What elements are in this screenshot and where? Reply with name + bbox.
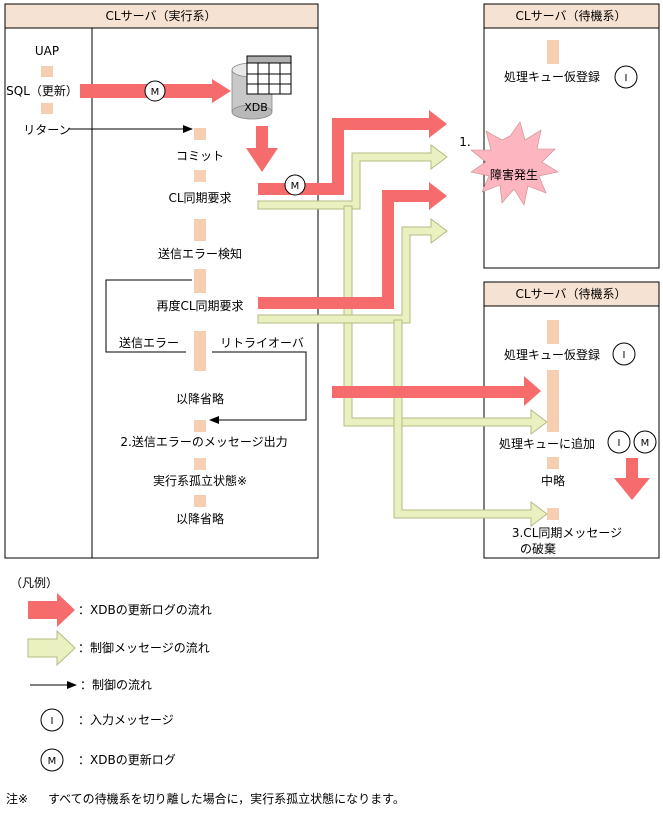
ctrl-arrow-1 bbox=[257, 144, 448, 210]
standby1-provisional-label: 処理キュー仮登録 bbox=[504, 69, 600, 84]
i-mark-icon-3 bbox=[607, 430, 631, 454]
legend-title: （凡例） bbox=[10, 576, 58, 590]
standby-server-1-header bbox=[483, 3, 660, 29]
send-error-loop bbox=[105, 279, 192, 353]
add-queue-down-arrow bbox=[614, 458, 650, 500]
note-mark: 注※ bbox=[6, 791, 28, 806]
legend-input-msg: ：入力メッセージ bbox=[78, 713, 174, 727]
resync-box bbox=[194, 269, 206, 293]
table-icon bbox=[246, 55, 292, 95]
retry-over-label: リトライオーバ bbox=[220, 336, 304, 350]
m-mark-icon-3 bbox=[633, 430, 657, 454]
standby-server-2-title: CLサーバ（待機系） bbox=[516, 286, 627, 301]
xdb-log-arrows bbox=[258, 110, 541, 406]
cl-sync-label: CL同期要求 bbox=[168, 191, 231, 205]
main-server-title: CLサーバ（実行系） bbox=[106, 8, 217, 23]
standby2-middle-box bbox=[547, 457, 559, 469]
standby2-provisional-label: 処理キュー仮登録 bbox=[504, 347, 600, 362]
m-mark-label-3: M bbox=[641, 438, 650, 449]
xdb-label: XDB bbox=[244, 101, 268, 114]
legend-m-icon bbox=[40, 748, 64, 772]
standby1-queue-box bbox=[547, 40, 559, 64]
uap-box-1 bbox=[41, 66, 53, 77]
omitted2-box bbox=[194, 495, 206, 507]
ctrl-arrow-2 bbox=[257, 218, 448, 324]
standby-server-1-title: CLサーバ（待機系） bbox=[516, 8, 627, 23]
xdb-arrow-2 bbox=[258, 182, 447, 309]
i-mark-label: I bbox=[625, 73, 628, 84]
legend-i-icon bbox=[40, 708, 64, 732]
ctrl-arrow-2-down bbox=[393, 319, 548, 527]
legend-m-mark: M bbox=[48, 756, 57, 767]
retry-box bbox=[194, 331, 206, 371]
legend-xdb-flow: ：XDBの更新ログの流れ bbox=[78, 602, 212, 617]
legend-ctrl-flow: ：制御の流れ bbox=[80, 677, 152, 692]
note-text: すべての待機系を切り離した場合に，実行系孤立状態になります。 bbox=[48, 791, 405, 806]
send-error-detect-box bbox=[194, 219, 206, 241]
resync-label: 再度CL同期要求 bbox=[156, 298, 243, 313]
m-mark-icon bbox=[144, 80, 166, 102]
m-mark-icon-2 bbox=[284, 174, 306, 196]
send-error-msg-label: 2.送信エラーのメッセージ出力 bbox=[120, 434, 287, 449]
legend-ctrl-msg: ：制御メッセージの流れ bbox=[78, 640, 210, 655]
send-error-label: 送信エラー bbox=[119, 335, 179, 350]
send-error-msg-box bbox=[194, 420, 206, 432]
i-mark-label-2: I bbox=[623, 350, 626, 361]
control-message-arrows bbox=[257, 144, 548, 527]
standby2-discard-label: 3.CL同期メッセージ bbox=[512, 526, 622, 540]
fault-label: 障害発生 bbox=[490, 167, 538, 182]
uap-label: UAP bbox=[35, 44, 59, 58]
commit-box bbox=[194, 128, 206, 140]
omitted-label: 以降省略 bbox=[176, 391, 224, 406]
isolated-box bbox=[194, 458, 206, 470]
standby2-discard-label-2: の破棄 bbox=[520, 541, 556, 556]
standby2-middle-label: 中略 bbox=[541, 473, 565, 488]
standby-server-2-box: CLサーバ（待機系） bbox=[483, 281, 660, 559]
m-mark-label-2: M bbox=[291, 181, 300, 192]
i-mark-icon-2 bbox=[612, 342, 636, 366]
fault-number: 1. bbox=[459, 135, 470, 149]
legend-i-mark: I bbox=[51, 716, 54, 727]
main-server-header bbox=[4, 3, 319, 29]
standby2-queue-box bbox=[547, 320, 559, 344]
sql-label: SQL（更新） bbox=[6, 83, 78, 98]
legend-xdb-arrow bbox=[28, 593, 75, 627]
i-mark-label-3: I bbox=[618, 438, 621, 449]
retry-over-flow bbox=[209, 351, 307, 424]
send-error-detect-label: 送信エラー検知 bbox=[158, 246, 242, 261]
xdb-down-arrow bbox=[246, 126, 278, 172]
xdb-database-icon: XDB bbox=[231, 55, 292, 120]
isolated-label: 実行系孤立状態※ bbox=[153, 473, 247, 488]
return-label: リターン bbox=[23, 123, 70, 137]
commit-label: コミット bbox=[176, 149, 224, 163]
omitted2-label: 以降省略 bbox=[176, 511, 224, 526]
standby-server-2-header bbox=[483, 281, 660, 307]
fault-burst-icon bbox=[470, 121, 559, 206]
m-mark-label: M bbox=[151, 87, 160, 98]
i-mark-icon bbox=[614, 65, 638, 89]
standby2-add-queue-box bbox=[547, 370, 559, 432]
xdb-arrow-1 bbox=[258, 110, 447, 195]
standby2-add-queue-label: 処理キューに追加 bbox=[499, 436, 595, 451]
cl-sync-box bbox=[194, 170, 206, 182]
legend-update-log: ：XDBの更新ログ bbox=[78, 752, 176, 767]
standby2-discard-box bbox=[547, 508, 559, 520]
uap-box-2 bbox=[41, 103, 53, 114]
legend-ctrl-arrow bbox=[27, 629, 76, 667]
